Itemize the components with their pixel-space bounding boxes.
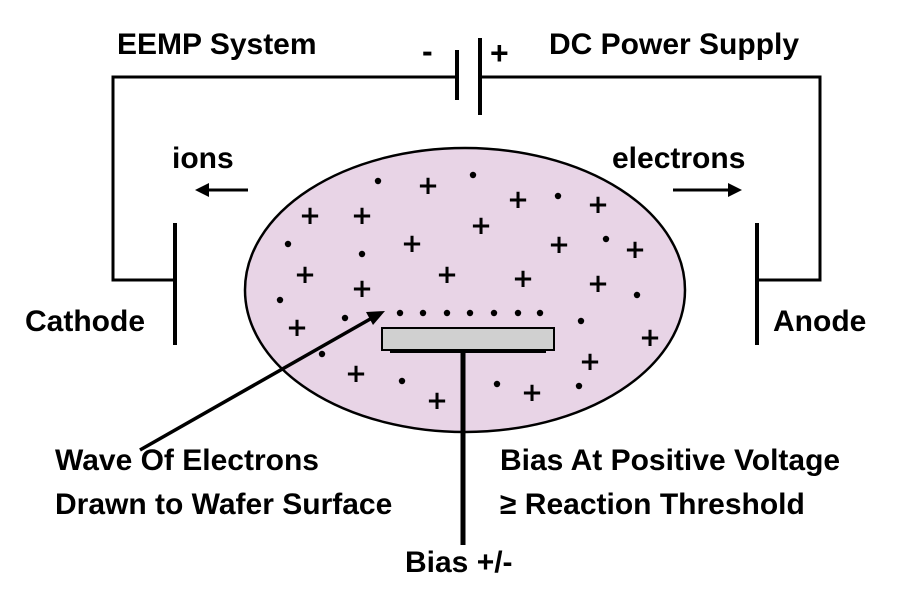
reaction-threshold-label: ≥ Reaction Threshold xyxy=(500,488,805,521)
electron-dot-9 xyxy=(341,314,349,322)
electrons-arrow xyxy=(673,183,742,197)
wafer xyxy=(381,327,555,351)
electron-dot-7 xyxy=(276,296,284,304)
electron-dot-1 xyxy=(374,177,382,185)
bias-plus-minus-label: Bias +/- xyxy=(405,546,513,579)
battery-minus-sign: - xyxy=(422,33,433,69)
positive-ion-17: + xyxy=(345,359,367,389)
left-wire xyxy=(111,75,457,282)
anode-label: Anode xyxy=(773,305,866,338)
positive-ion-6: + xyxy=(470,211,492,241)
electron-dot-19 xyxy=(398,377,406,385)
electron-dot-20 xyxy=(493,380,501,388)
electron-dot-13 xyxy=(466,309,474,317)
electron-dot-3 xyxy=(554,192,562,200)
electron-dot-21 xyxy=(575,382,583,390)
electron-dot-10 xyxy=(396,309,404,317)
plasma-particles: + + + + + + + + + + + + + + + + + + + + xyxy=(276,171,661,416)
positive-ion-14: + xyxy=(351,274,373,304)
electron-dot-12 xyxy=(443,309,451,317)
positive-ion-3: + xyxy=(587,190,609,220)
ions-label: ions xyxy=(172,142,234,175)
positive-ion-20: + xyxy=(426,386,448,416)
wave-of-electrons-label: Wave Of Electrons xyxy=(55,444,319,477)
electron-dot-5 xyxy=(358,250,366,258)
positive-ion-8: + xyxy=(548,230,570,260)
positive-ion-18: + xyxy=(579,347,601,377)
electron-dot-18 xyxy=(318,350,326,358)
electron-dot-14 xyxy=(490,309,498,317)
right-wire xyxy=(480,75,822,282)
electron-dot-16 xyxy=(536,309,544,317)
positive-ion-16: + xyxy=(639,323,661,353)
positive-ion-11: + xyxy=(436,260,458,290)
electrons-label: electrons xyxy=(612,142,745,175)
positive-ion-4: + xyxy=(299,201,321,231)
electron-dot-11 xyxy=(419,309,427,317)
battery-plus-sign: + xyxy=(490,35,509,71)
bias-positive-voltage-label: Bias At Positive Voltage xyxy=(500,444,840,477)
electron-dot-6 xyxy=(602,235,610,243)
electron-dot-8 xyxy=(633,291,641,299)
eemp-system-label: EEMP System xyxy=(117,28,317,61)
positive-ion-19: + xyxy=(521,378,543,408)
positive-ion-12: + xyxy=(512,264,534,294)
electron-dot-2 xyxy=(469,171,477,179)
electron-dot-4 xyxy=(284,240,292,248)
electron-dot-17 xyxy=(577,317,585,325)
positive-ion-1: + xyxy=(417,171,439,201)
positive-ion-5: + xyxy=(351,201,373,231)
electron-wave-arrow xyxy=(139,311,385,452)
positive-ion-7: + xyxy=(401,229,423,259)
positive-ion-13: + xyxy=(587,269,609,299)
positive-ion-10: + xyxy=(294,260,316,290)
positive-ion-15: + xyxy=(286,313,308,343)
cathode-label: Cathode xyxy=(25,305,145,338)
drawn-to-wafer-label: Drawn to Wafer Surface xyxy=(55,488,392,521)
ions-arrow xyxy=(195,183,248,197)
dc-power-supply-label: DC Power Supply xyxy=(549,28,799,61)
positive-ion-2: + xyxy=(507,185,529,215)
electron-dot-15 xyxy=(514,309,522,317)
positive-ion-9: + xyxy=(624,235,646,265)
